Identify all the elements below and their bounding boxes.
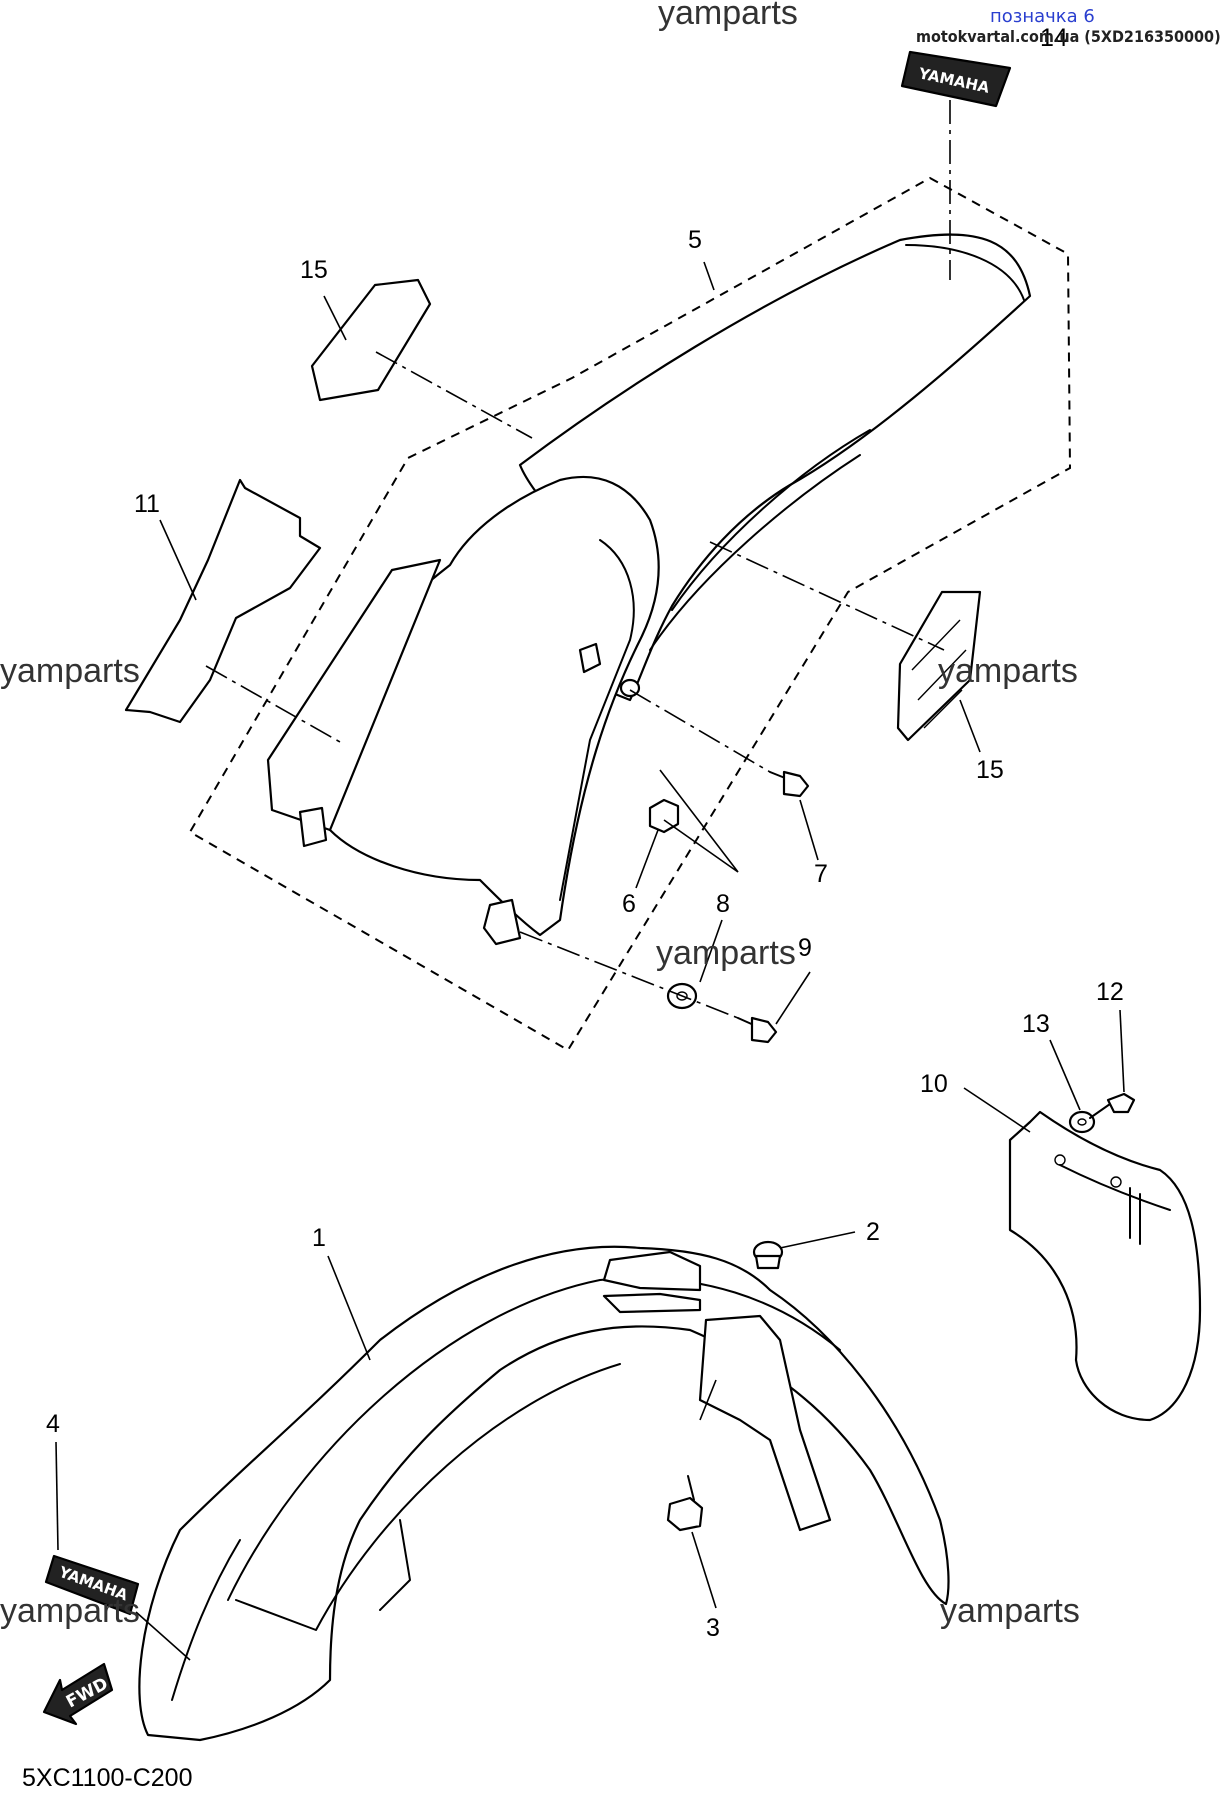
leader-11 <box>205 665 341 743</box>
bolt-2 <box>752 1240 784 1270</box>
front-fender-1 <box>138 1245 950 1742</box>
bolt-9 <box>737 1016 778 1044</box>
fork-guard-10 <box>1008 1110 1202 1422</box>
assembly-outline <box>188 176 1072 1052</box>
leader-15-left <box>375 351 533 439</box>
callout-12: 12 <box>1096 978 1124 1006</box>
watermark: yamparts <box>656 934 796 972</box>
watermark: yamparts <box>938 652 1078 690</box>
callout-14: 14 <box>1040 24 1068 52</box>
bolt-12 <box>1089 1092 1136 1119</box>
leader-7 <box>629 689 771 773</box>
watermark: yamparts <box>658 0 798 32</box>
callout-3: 3 <box>706 1614 720 1642</box>
fork-guard-rib <box>1059 1164 1171 1211</box>
fwd-arrow: FWD <box>42 1662 114 1726</box>
callout-13: 13 <box>1022 1010 1050 1038</box>
fork-guard-hole <box>1110 1176 1122 1188</box>
front-fender-inner <box>379 1519 411 1611</box>
decal-14: YAMAHA <box>900 50 1012 108</box>
callout-7: 7 <box>814 860 828 888</box>
fork-guard-group <box>963 1009 1202 1422</box>
grommet-upper <box>578 642 641 698</box>
callout-5: 5 <box>688 226 702 254</box>
header-label: позначка 6 <box>990 6 1095 27</box>
header-site: motokvartal.com.ua (5XD216350000) <box>916 27 1221 46</box>
watermarks: yamparts yamparts yamparts yamparts yamp… <box>0 0 1080 1630</box>
bolt-3 <box>666 1475 704 1532</box>
decal-11 <box>124 478 322 724</box>
callout-11: 11 <box>134 490 160 518</box>
front-fender-mount <box>602 1292 702 1314</box>
side-panel-edge <box>559 539 635 901</box>
callout-6: 6 <box>622 890 636 918</box>
callout-4: 4 <box>46 1410 60 1438</box>
front-fender-inner <box>171 1539 241 1701</box>
watermark: yamparts <box>0 652 140 690</box>
rear-fender-rib <box>671 429 871 611</box>
callout-1: 1 <box>312 1224 326 1252</box>
diagram-code: 5XC1100-C200 <box>22 1764 192 1792</box>
rear-fender-rib <box>649 454 861 651</box>
bolt-7 <box>769 770 810 798</box>
watermark: yamparts <box>0 1592 140 1630</box>
leader-15-right <box>709 541 945 651</box>
callout-8: 8 <box>716 890 730 918</box>
front-fender-mount <box>602 1250 702 1292</box>
front-fender-inner <box>227 1277 841 1601</box>
side-panel-tab <box>298 806 328 848</box>
fork-guard-rib <box>1129 1187 1141 1245</box>
decal-15-right <box>896 590 982 742</box>
decal-15-right-mark <box>911 619 967 729</box>
watermark: yamparts <box>940 1592 1080 1630</box>
front-fender-group: YAMAHA FWD <box>42 1231 950 1742</box>
rear-fender-group: YAMAHA <box>124 50 1072 1052</box>
front-fender-bracket <box>698 1314 832 1532</box>
callout-15-right: 15 <box>976 756 1004 784</box>
front-fender-inner <box>235 1363 621 1631</box>
rear-fender-rib <box>905 244 1025 301</box>
callout-15-left: 15 <box>300 256 328 284</box>
side-panel-tab <box>482 898 522 946</box>
callout-labels: 1 2 3 4 5 6 7 8 9 10 11 12 13 14 15 15 <box>46 24 1124 1642</box>
fork-guard-hole <box>1054 1154 1066 1166</box>
callout-2: 2 <box>866 1218 880 1246</box>
callout-10: 10 <box>920 1070 948 1098</box>
decal-15-left <box>310 278 432 402</box>
callout-9: 9 <box>798 934 812 962</box>
washer-13 <box>1068 1110 1096 1134</box>
leader-6 <box>659 769 739 873</box>
